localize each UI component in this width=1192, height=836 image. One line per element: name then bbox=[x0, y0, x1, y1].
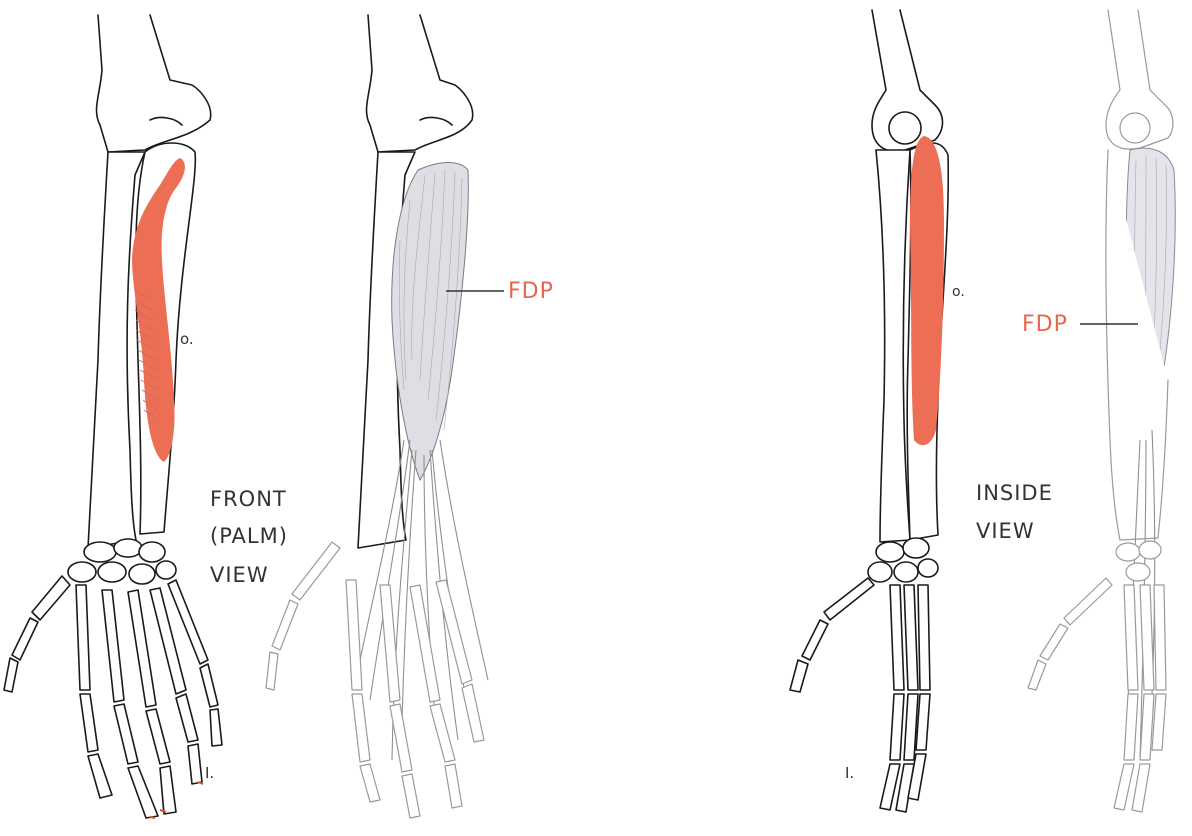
insertion-label-inside: I. bbox=[845, 764, 854, 782]
inside-hand-faint bbox=[1028, 541, 1166, 812]
front-skeleton-arm bbox=[4, 15, 222, 818]
front-view-line-2: (PALM) bbox=[210, 524, 288, 548]
inside-skeleton-arm bbox=[790, 10, 948, 812]
fdp-origin-inside bbox=[910, 136, 944, 445]
insertion-label-front: I. bbox=[205, 764, 214, 782]
front-thumb bbox=[4, 576, 70, 692]
inside-fingers bbox=[880, 585, 930, 812]
origin-label-front: o. bbox=[180, 330, 194, 348]
muscle-label-inside: FDP bbox=[1022, 312, 1068, 337]
humerus-bone-2 bbox=[367, 15, 473, 152]
humerus-bone bbox=[97, 15, 211, 152]
origin-label-inside: o. bbox=[952, 284, 965, 300]
muscle-label-front: FDP bbox=[508, 279, 554, 304]
front-hand-faint bbox=[266, 542, 484, 818]
inside-view-line-2: VIEW bbox=[976, 519, 1035, 543]
front-muscle-arm bbox=[266, 15, 504, 818]
inside-carpals bbox=[868, 538, 938, 582]
fdp-belly-front bbox=[392, 163, 469, 481]
inside-muscle-arm bbox=[1028, 10, 1175, 812]
front-carpals bbox=[68, 539, 176, 584]
ulna-bone-3 bbox=[876, 150, 910, 542]
inside-view-line-1: INSIDE bbox=[976, 481, 1053, 505]
front-view-line-3: VIEW bbox=[210, 563, 269, 587]
front-view-line-1: FRONT bbox=[210, 487, 287, 511]
inside-thumb bbox=[790, 578, 874, 692]
